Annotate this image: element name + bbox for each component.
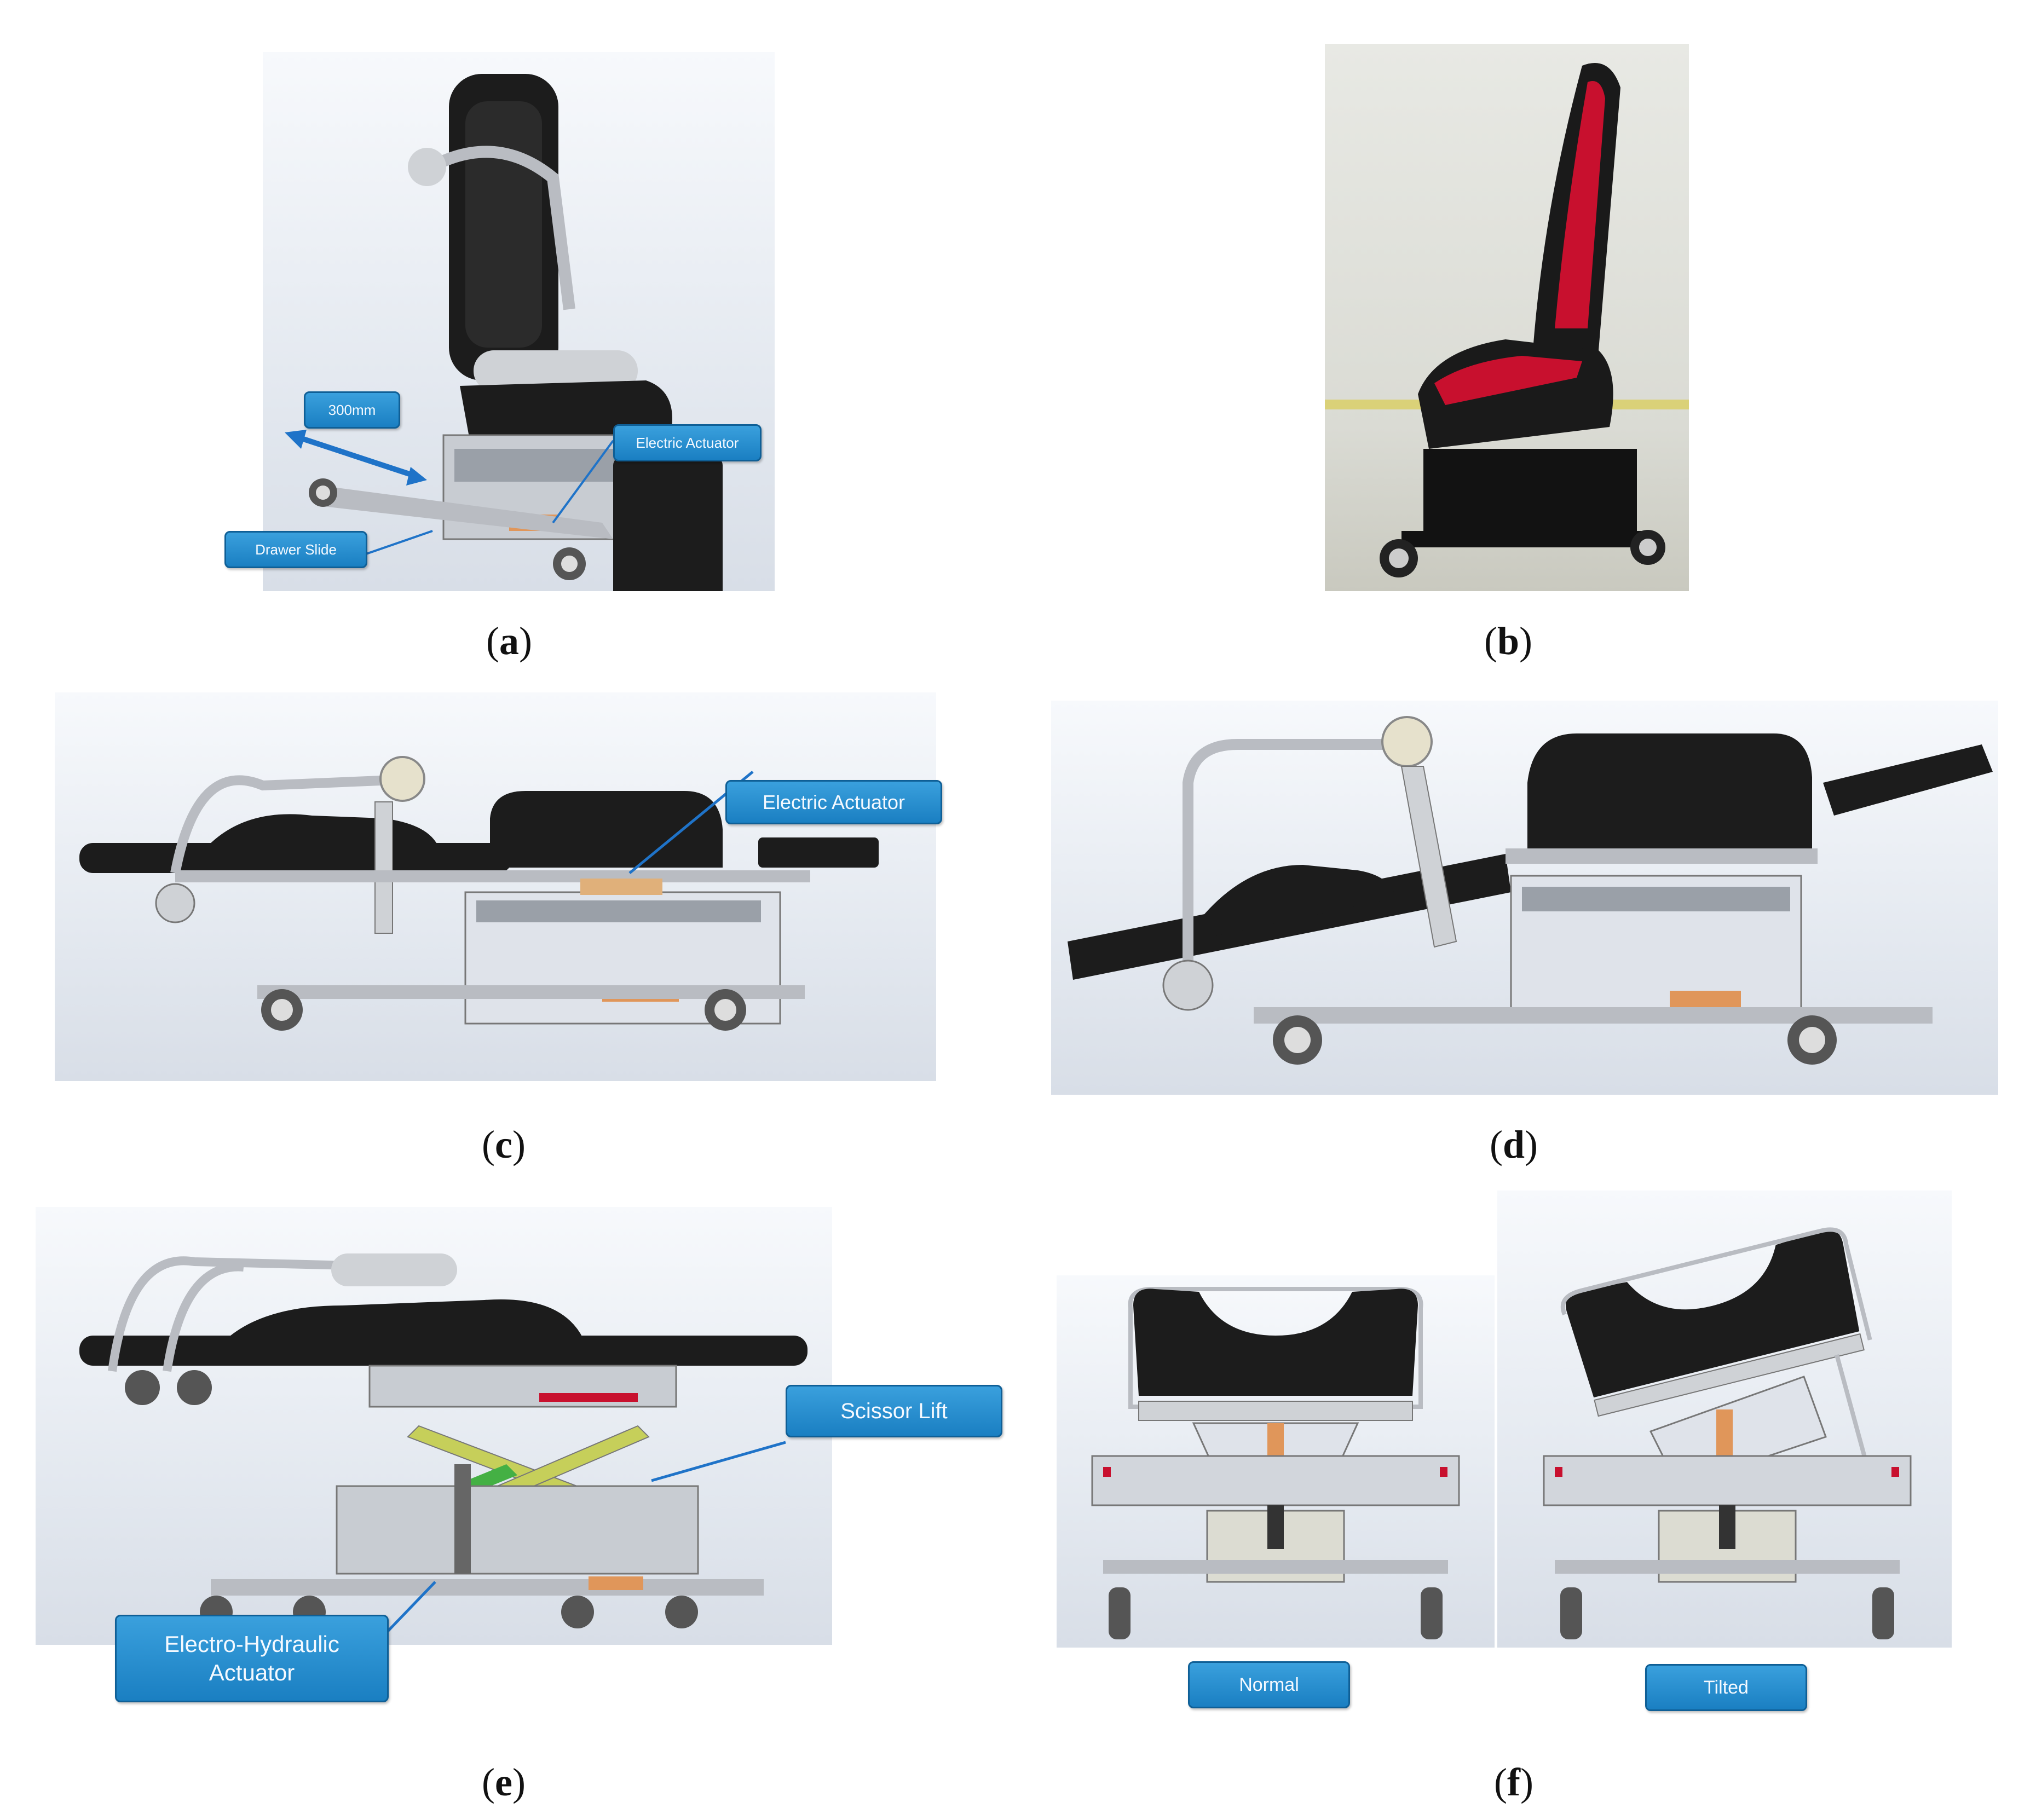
- chair-upright-render: [285, 74, 723, 591]
- callout-dimension: 300mm: [304, 391, 400, 429]
- panel-f-normal: [1057, 1275, 1495, 1648]
- chair-front-normal-render: [1091, 1287, 1460, 1639]
- chair-reclined-render: [1068, 716, 1993, 1065]
- panel-d: [1051, 701, 1998, 1095]
- callout-normal: Normal: [1188, 1661, 1350, 1708]
- panel-f-tilted: [1497, 1191, 1952, 1648]
- caption-b: (b): [1484, 619, 1533, 663]
- panel-b: [1325, 44, 1689, 591]
- panel-a: 300mm Electric Actuator Drawer Slide: [263, 52, 775, 591]
- callout-tilted: Tilted: [1645, 1664, 1807, 1711]
- callout-drawer-slide-visible: Drawer Slide: [224, 531, 367, 568]
- panel-c: Electric Actuator: [55, 692, 936, 1081]
- caption-c: (c): [482, 1123, 526, 1166]
- chair-scissor-lift-render: [79, 1253, 808, 1645]
- chair-flat-render: [79, 756, 879, 1031]
- callout-scissor-lift: Scissor Lift: [786, 1385, 1002, 1437]
- caption-d: (d): [1489, 1123, 1538, 1166]
- callout-electric-actuator: Electric Actuator: [613, 424, 762, 461]
- caption-e: (e): [482, 1760, 526, 1804]
- panel-e: [36, 1207, 832, 1645]
- chair-front-tilted-render: [1543, 1227, 1912, 1639]
- chair-prototype-photo: [1325, 63, 1689, 577]
- caption-a: (a): [486, 619, 532, 663]
- callout-electric-actuator-c-visible: Electric Actuator: [725, 780, 942, 824]
- callout-electro-hydraulic-actuator: Electro-Hydraulic Actuator: [115, 1615, 389, 1702]
- caption-f: (f): [1494, 1760, 1533, 1804]
